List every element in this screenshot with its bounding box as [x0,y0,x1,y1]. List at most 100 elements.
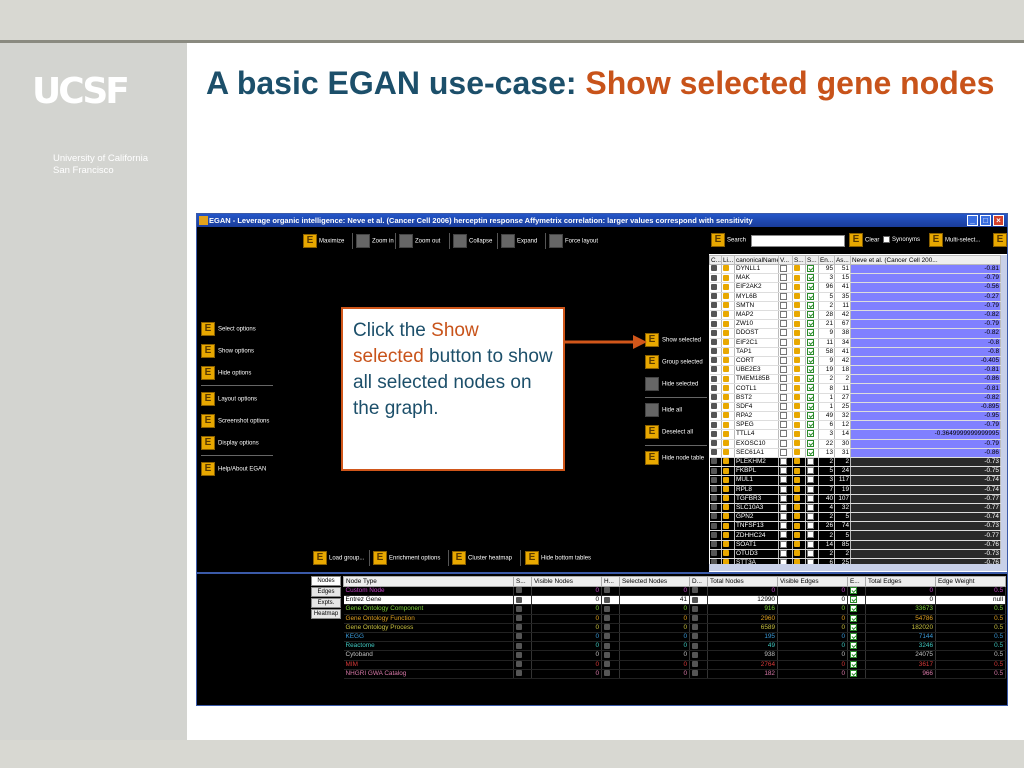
visibility-cell[interactable] [709,347,722,357]
selected-checkbox[interactable] [805,292,819,302]
visibility-cell[interactable] [709,475,722,486]
gene-col-header[interactable]: V... [778,255,793,265]
d-toggle[interactable] [689,604,708,615]
search-input[interactable] [751,235,845,247]
link-cell[interactable] [721,549,735,560]
visible-checkbox[interactable] [778,475,793,486]
link-cell[interactable] [721,328,735,339]
d-toggle[interactable] [689,595,708,606]
status-cell[interactable] [792,282,806,293]
gene-col-header[interactable]: canonicalName [734,255,779,265]
link-cell[interactable] [721,411,735,422]
visibility-cell[interactable] [709,420,722,431]
visibility-cell[interactable] [709,393,722,403]
visible-checkbox[interactable] [778,521,793,532]
status-cell[interactable] [792,338,806,348]
visibility-cell[interactable] [709,273,722,284]
show-toggle[interactable] [513,604,532,615]
edges-checkbox[interactable] [847,614,866,624]
link-cell[interactable] [721,420,735,431]
link-cell[interactable] [721,485,735,495]
status-cell[interactable] [792,521,806,532]
visible-checkbox[interactable] [778,512,793,523]
visible-checkbox[interactable] [778,273,793,284]
link-cell[interactable] [721,439,735,449]
link-cell[interactable] [721,356,735,367]
edges-checkbox[interactable] [847,650,866,661]
d-toggle[interactable] [689,641,708,652]
status-cell[interactable] [792,429,806,440]
status-cell[interactable] [792,411,806,422]
selected-checkbox[interactable] [805,374,819,385]
link-cell[interactable] [721,310,735,321]
visible-checkbox[interactable] [778,328,793,339]
link-cell[interactable] [721,273,735,284]
d-toggle[interactable] [689,669,708,679]
node-col-header[interactable]: Node Type [343,576,514,587]
visibility-cell[interactable] [709,402,722,413]
visible-checkbox[interactable] [778,264,793,275]
selected-checkbox[interactable] [805,540,819,550]
hide-toggle[interactable] [601,669,620,679]
visibility-cell[interactable] [709,264,722,275]
selected-checkbox[interactable] [805,402,819,413]
status-cell[interactable] [792,494,806,504]
selected-checkbox[interactable] [805,512,819,523]
gene-col-header[interactable]: As... [834,255,851,265]
visibility-cell[interactable] [709,338,722,348]
visible-checkbox[interactable] [778,292,793,302]
hide-toggle[interactable] [601,604,620,615]
visibility-cell[interactable] [709,521,722,532]
show-toggle[interactable] [513,623,532,633]
show-toggle[interactable] [513,586,532,597]
selected-checkbox[interactable] [805,264,819,275]
visibility-cell[interactable] [709,282,722,293]
visible-checkbox[interactable] [778,383,793,394]
link-cell[interactable] [721,282,735,293]
visible-checkbox[interactable] [778,282,793,293]
status-cell[interactable] [792,301,806,311]
status-cell[interactable] [792,503,806,514]
visible-checkbox[interactable] [778,494,793,504]
link-cell[interactable] [721,466,735,477]
visibility-cell[interactable] [709,365,722,376]
selected-checkbox[interactable] [805,549,819,560]
tab-expts[interactable]: Expts. [311,598,341,608]
node-col-header[interactable]: Total Nodes [707,576,778,587]
status-cell[interactable] [792,540,806,550]
visible-checkbox[interactable] [778,365,793,376]
link-cell[interactable] [721,365,735,376]
selected-checkbox[interactable] [805,365,819,376]
horizontal-scrollbar[interactable] [709,564,1007,571]
visibility-cell[interactable] [709,383,722,394]
selected-checkbox[interactable] [805,448,819,458]
visibility-cell[interactable] [709,503,722,514]
visible-checkbox[interactable] [778,439,793,449]
